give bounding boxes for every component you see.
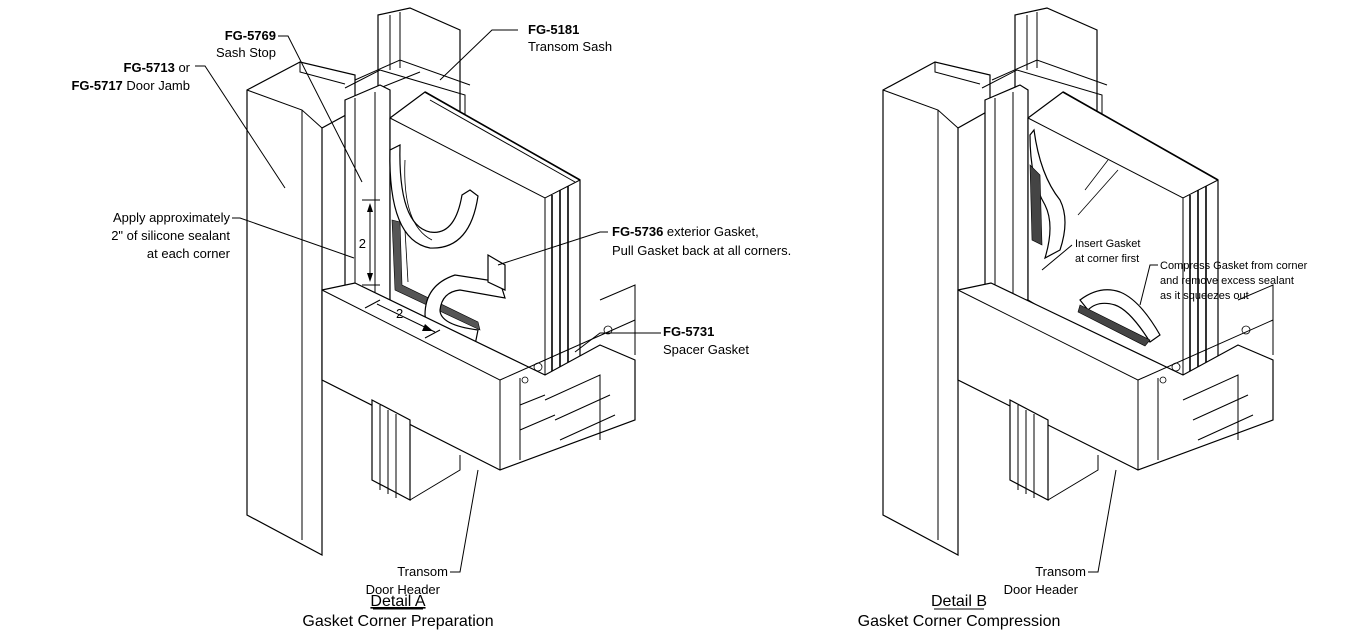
inserted-gasket-b — [1029, 128, 1161, 347]
dim-vertical-value: 2 — [359, 236, 366, 251]
detail-b-labels: Insert Gasket at corner first Compress G… — [1004, 238, 1308, 597]
door-jamb — [246, 61, 356, 556]
transom-door-header-b — [957, 282, 1274, 471]
ext-gasket-line2: Pull Gasket back at all corners. — [612, 243, 791, 258]
sash-stop-text: Sash Stop — [216, 45, 276, 60]
spacer-gasket-text: Spacer Gasket — [663, 342, 749, 357]
lower-mullion-b — [1009, 399, 1099, 501]
detail-a-drawing — [246, 7, 636, 556]
dim-horizontal-value: 2 — [396, 306, 403, 321]
detail-a-subtitle: Gasket Corner Preparation — [302, 613, 493, 630]
ext-gasket-code: FG-5736 — [612, 224, 663, 239]
header-b-line1: Transom — [1035, 564, 1086, 579]
jamb-code1: FG-5713 — [124, 60, 175, 75]
detail-b-drawing — [882, 7, 1274, 556]
detail-b-leaders — [1041, 244, 1158, 573]
door-jamb-b — [882, 61, 991, 556]
insert-gasket-line1: Insert Gasket — [1075, 238, 1140, 250]
jamb-text: Door Jamb — [123, 78, 190, 93]
jamb-label-line2: FG-5717 Door Jamb — [71, 78, 190, 93]
ext-gasket-text: exterior Gasket, — [663, 224, 758, 239]
compress-line1: Compress Gasket from corner — [1160, 260, 1308, 272]
jamb-label-line1: FG-5713 or — [124, 60, 191, 75]
ext-gasket-line1: FG-5736 exterior Gasket, — [612, 224, 759, 239]
compress-line3: as it squeezes out — [1160, 290, 1249, 302]
insert-gasket-line2: at corner first — [1075, 253, 1139, 265]
jamb-code2: FG-5717 — [71, 78, 122, 93]
jamb-or: or — [175, 60, 191, 75]
sash-stop-b — [984, 84, 1029, 301]
detail-a-caption: Detail A Gasket Corner Preparation — [302, 593, 493, 630]
spacer-gasket-code: FG-5731 — [663, 324, 714, 339]
sash-stop — [344, 84, 391, 301]
detail-a-leaders — [195, 29, 661, 573]
compress-line2: and remove excess sealant — [1160, 275, 1294, 287]
header-a-line1: Transom — [397, 564, 448, 579]
transom-door-header — [321, 282, 636, 471]
dimension-vertical — [362, 199, 380, 286]
detail-b-caption: Detail B Gasket Corner Compression — [858, 593, 1061, 630]
detail-a-labels: FG-5769 Sash Stop FG-5713 or FG-5717 Doo… — [71, 22, 791, 597]
sealant-line1: Apply approximately — [113, 210, 231, 225]
sash-stop-code: FG-5769 — [225, 28, 276, 43]
detail-b-subtitle: Gasket Corner Compression — [858, 613, 1061, 630]
lower-mullion — [371, 399, 461, 501]
glass-unit-b — [1027, 91, 1219, 396]
transom-sash-text: Transom Sash — [528, 39, 612, 54]
dimension-horizontal — [364, 299, 441, 339]
sealant-line3: at each corner — [147, 246, 231, 261]
detail-b-title: Detail B — [931, 593, 987, 610]
gasket-curl-upper — [389, 144, 479, 249]
header-b-line2: Door Header — [1004, 582, 1079, 597]
detail-a-title: Detail A — [370, 593, 425, 610]
header-a-line2: Door Header — [366, 582, 441, 597]
transom-sash-code: FG-5181 — [528, 22, 579, 37]
sealant-line2: 2" of silicone sealant — [111, 228, 230, 243]
